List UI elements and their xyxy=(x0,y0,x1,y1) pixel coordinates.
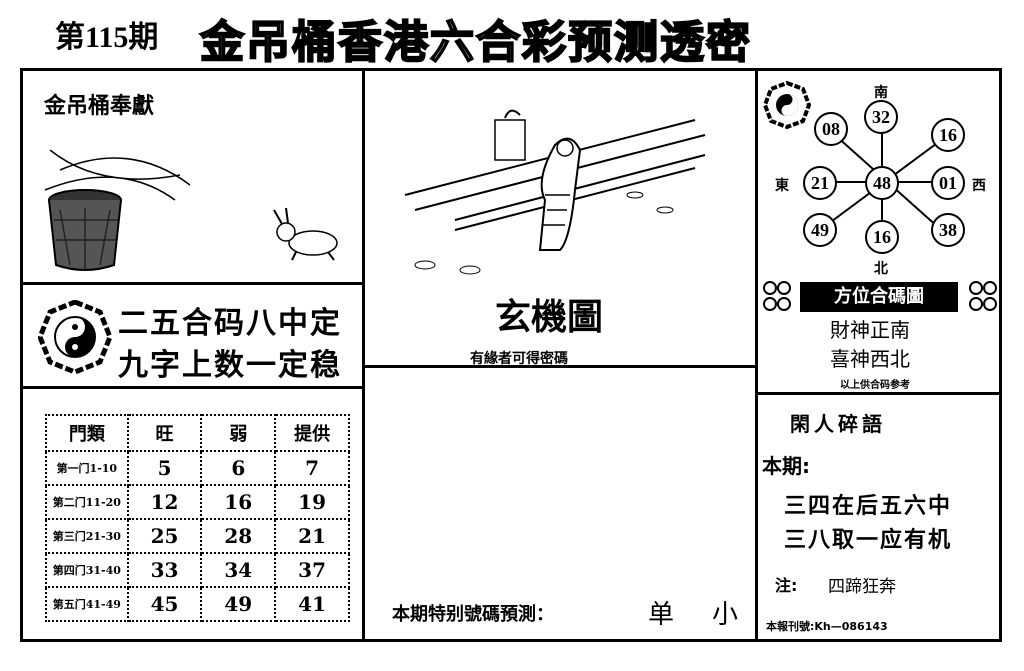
compass-number-sw: 49 xyxy=(803,213,837,247)
row-label: 第三门21-30 xyxy=(45,518,129,554)
publication-number: 本報刊號:Kh—086143 xyxy=(766,620,888,633)
special-value-2: 小 xyxy=(712,600,739,630)
compass-number-w: 21 xyxy=(803,166,837,200)
cell-value: 16 xyxy=(200,484,277,520)
bagua-small-icon xyxy=(762,80,812,130)
gossip-line-2: 三八取一应有机 xyxy=(784,528,953,553)
direction-south: 南 xyxy=(874,85,888,101)
cell-value: 19 xyxy=(274,484,350,520)
cell-value: 21 xyxy=(274,518,350,554)
cell-value: 37 xyxy=(274,552,350,588)
row-label: 第五门41-49 xyxy=(45,586,129,622)
compass-number-s: 16 xyxy=(865,220,899,254)
table-header: 旺 xyxy=(126,414,203,452)
cell-value: 49 xyxy=(200,586,277,622)
special-number-label: 本期特别號碼預測： xyxy=(392,604,554,625)
direction-note: 以上供合码参考 xyxy=(840,380,910,391)
row-label: 第四门31-40 xyxy=(45,552,129,588)
row-label: 第二门11-20 xyxy=(45,484,129,520)
rabbit-icon xyxy=(273,207,338,261)
divider-middle xyxy=(362,365,756,368)
offering-caption: 金吊桶奉獻 xyxy=(44,94,155,119)
mystery-illustration xyxy=(404,109,706,275)
gossip-note-text: 四蹄狂奔 xyxy=(828,577,896,597)
compass-number-nw: 08 xyxy=(814,112,848,146)
cell-value: 5 xyxy=(126,450,203,486)
mystery-title: 玄機圖 xyxy=(495,296,604,338)
issue-number: 第115期 xyxy=(55,21,159,54)
compass-number-se: 38 xyxy=(931,213,965,247)
page-title: 金吊桶香港六合彩预测透密 xyxy=(199,16,752,69)
cell-value: 28 xyxy=(200,518,277,554)
cell-value: 12 xyxy=(126,484,203,520)
table-header: 弱 xyxy=(200,414,277,452)
direction-north: 北 xyxy=(874,261,888,277)
poem-line-1: 二五合码八中定 xyxy=(118,306,342,341)
direction-banner: 方位合碼圖 xyxy=(800,282,958,312)
cell-value: 33 xyxy=(126,552,203,588)
divider-left-2 xyxy=(20,386,363,389)
compass-number-n: 32 xyxy=(864,100,898,134)
bagua-icon xyxy=(38,300,112,374)
cell-value: 45 xyxy=(126,586,203,622)
outer-frame xyxy=(20,68,1002,642)
cloud-decoration xyxy=(763,281,997,311)
direction-line-2: 喜神西北 xyxy=(830,347,910,371)
direction-line-1: 財神正南 xyxy=(830,318,910,342)
gossip-heading: 閑人碎語 xyxy=(790,412,886,436)
cell-value: 25 xyxy=(126,518,203,554)
bucket-illustration xyxy=(44,149,338,271)
compass-number-e: 01 xyxy=(931,166,965,200)
number-table: 門類 旺 弱 提供 第一门1-10 5 6 7 第二门11-20 12 16 1… xyxy=(45,414,350,622)
divider-left xyxy=(362,68,365,642)
gossip-line-1: 三四在后五六中 xyxy=(784,494,953,519)
cell-value: 34 xyxy=(200,552,277,588)
mystery-subtitle: 有緣者可得密碼 xyxy=(470,351,568,367)
poem-line-2: 九字上数一定稳 xyxy=(118,348,342,383)
table-row: 第三门21-30 25 28 21 xyxy=(45,518,350,554)
table-header: 提供 xyxy=(274,414,350,452)
special-value-1: 单 xyxy=(648,600,675,630)
compass-number-ne: 16 xyxy=(931,118,965,152)
table-row: 第五门41-49 45 49 41 xyxy=(45,586,350,622)
divider-left-1 xyxy=(20,282,363,285)
table-row: 第一门1-10 5 6 7 xyxy=(45,450,350,486)
table-header: 門類 xyxy=(45,414,129,452)
row-label: 第一门1-10 xyxy=(45,450,129,486)
gossip-note-label: 注: xyxy=(775,576,798,595)
divider-right-1 xyxy=(755,392,1002,395)
table-row: 第四门31-40 33 34 37 xyxy=(45,552,350,588)
cell-value: 6 xyxy=(200,450,277,486)
direction-west: 西 xyxy=(972,178,986,194)
cell-value: 7 xyxy=(274,450,350,486)
compass-number-center: 48 xyxy=(865,166,899,200)
cell-value: 41 xyxy=(274,586,350,622)
gossip-label: 本期: xyxy=(762,454,810,478)
table-row: 第二门11-20 12 16 19 xyxy=(45,484,350,520)
divider-right xyxy=(755,68,758,642)
direction-east: 東 xyxy=(775,178,789,194)
